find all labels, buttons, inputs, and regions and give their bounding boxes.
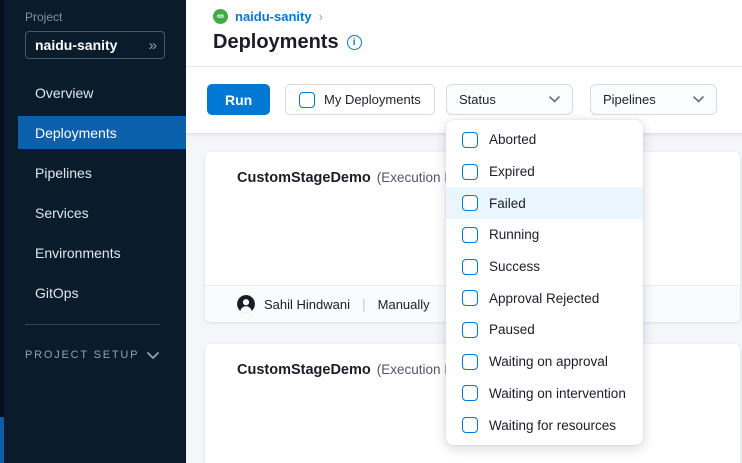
- menu-item-label: Waiting on approval: [489, 354, 608, 369]
- menu-item-label: Paused: [489, 322, 535, 337]
- menu-item-waiting-for-resources[interactable]: Waiting for resources: [446, 409, 643, 441]
- menu-item-failed[interactable]: Failed: [446, 187, 643, 219]
- run-button[interactable]: Run: [207, 84, 270, 115]
- sidebar-item-services[interactable]: Services: [18, 196, 186, 229]
- project-setup-section[interactable]: PROJECT SETUP: [25, 349, 159, 361]
- pipeline-name[interactable]: CustomStageDemo: [237, 362, 371, 378]
- checkbox-icon[interactable]: [462, 259, 478, 275]
- checkbox-icon[interactable]: [462, 322, 478, 338]
- main-content: ∞ naidu-sanity › Deployments i Run My De…: [186, 0, 742, 463]
- project-setup-label: PROJECT SETUP: [25, 349, 139, 361]
- checkbox-icon[interactable]: [462, 164, 478, 180]
- sidebar-item-gitops[interactable]: GitOps: [18, 276, 186, 309]
- pipelines-filter-label: Pipelines: [603, 92, 656, 107]
- menu-item-waiting-on-intervention[interactable]: Waiting on intervention: [446, 378, 643, 410]
- sidebar-item-label: GitOps: [35, 285, 79, 301]
- sidebar-item-environments[interactable]: Environments: [18, 236, 186, 269]
- sidebar-item-label: Pipelines: [35, 165, 92, 181]
- status-filter-label: Status: [459, 92, 496, 107]
- sidebar-item-label: Overview: [35, 85, 93, 101]
- sidebar-item-pipelines[interactable]: Pipelines: [18, 156, 186, 189]
- menu-item-label: Failed: [489, 196, 526, 211]
- execution-id-text: (Execution Id: [377, 362, 456, 377]
- menu-item-aborted[interactable]: Aborted: [446, 124, 643, 156]
- menu-item-label: Expired: [489, 164, 535, 179]
- checkbox-icon[interactable]: [462, 354, 478, 370]
- sidebar-item-label: Deployments: [35, 125, 117, 141]
- project-sidebar: Project naidu-sanity » Overview Deployme…: [4, 0, 186, 463]
- breadcrumb: ∞ naidu-sanity ›: [213, 9, 323, 24]
- breadcrumb-project-link[interactable]: naidu-sanity: [235, 9, 312, 24]
- info-icon[interactable]: i: [347, 35, 362, 50]
- sidebar-divider: [25, 324, 160, 325]
- menu-item-approval-rejected[interactable]: Approval Rejected: [446, 282, 643, 314]
- menu-item-label: Success: [489, 259, 540, 274]
- pipelines-filter-dropdown[interactable]: Pipelines: [590, 84, 717, 115]
- status-filter-menu: Aborted Expired Failed Running Success A…: [446, 120, 643, 445]
- page-title: Deployments: [213, 31, 339, 54]
- chevron-right-icon: ›: [319, 9, 323, 24]
- menu-item-label: Waiting on intervention: [489, 386, 626, 401]
- my-deployments-checkbox[interactable]: [299, 92, 315, 108]
- user-avatar-icon: [237, 295, 255, 313]
- my-deployments-toggle[interactable]: My Deployments: [285, 84, 435, 115]
- checkbox-icon[interactable]: [462, 132, 478, 148]
- menu-item-waiting-on-approval[interactable]: Waiting on approval: [446, 346, 643, 378]
- sidebar-item-overview[interactable]: Overview: [18, 76, 186, 109]
- my-deployments-label: My Deployments: [324, 92, 421, 107]
- checkbox-icon[interactable]: [462, 417, 478, 433]
- checkbox-icon[interactable]: [462, 227, 478, 243]
- menu-item-success[interactable]: Success: [446, 251, 643, 283]
- menu-item-label: Aborted: [489, 132, 536, 147]
- sidebar-item-label: Environments: [35, 245, 121, 261]
- cd-module-icon: ∞: [213, 9, 228, 24]
- chevron-down-icon: [549, 96, 560, 103]
- status-filter-dropdown[interactable]: Status: [446, 84, 573, 115]
- menu-item-running[interactable]: Running: [446, 219, 643, 251]
- checkbox-icon[interactable]: [462, 385, 478, 401]
- page-header: ∞ naidu-sanity › Deployments i: [186, 0, 742, 67]
- module-nav-strip: [0, 0, 4, 463]
- menu-item-paused[interactable]: Paused: [446, 314, 643, 346]
- menu-item-expired[interactable]: Expired: [446, 156, 643, 188]
- sidebar-item-label: Services: [35, 205, 89, 221]
- sidebar-item-deployments[interactable]: Deployments: [18, 116, 186, 149]
- execution-id-text: (Execution Id: [377, 170, 456, 185]
- module-active-indicator: [0, 417, 4, 463]
- checkbox-icon[interactable]: [462, 195, 478, 211]
- expand-project-icon[interactable]: »: [149, 37, 155, 54]
- sidebar-nav: Overview Deployments Pipelines Services …: [18, 76, 186, 309]
- project-selector[interactable]: naidu-sanity »: [25, 31, 165, 59]
- chevron-down-icon: [147, 352, 159, 359]
- footer-separator: |: [362, 296, 366, 312]
- triggered-by-user: Sahil Hindwani: [264, 297, 350, 312]
- menu-item-label: Approval Rejected: [489, 291, 599, 306]
- menu-item-label: Running: [489, 227, 539, 242]
- project-name: naidu-sanity: [35, 37, 117, 53]
- checkbox-icon[interactable]: [462, 290, 478, 306]
- menu-item-label: Waiting for resources: [489, 418, 616, 433]
- project-label: Project: [25, 10, 62, 24]
- trigger-type: Manually: [378, 297, 430, 312]
- pipeline-name[interactable]: CustomStageDemo: [237, 170, 371, 186]
- chevron-down-icon: [693, 96, 704, 103]
